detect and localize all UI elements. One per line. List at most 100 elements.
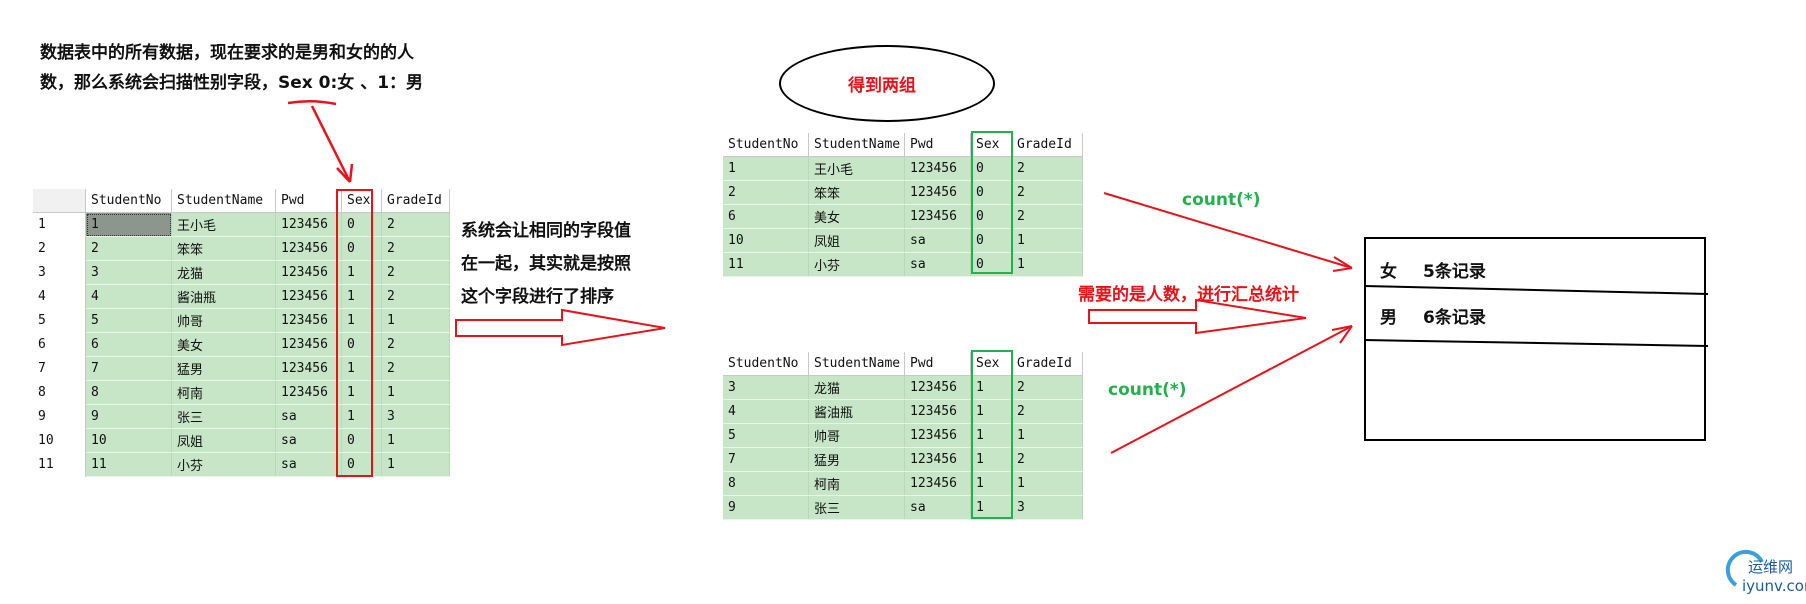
pwd-cell: 123456: [904, 423, 971, 448]
gradeid-cell: 2: [381, 260, 450, 285]
row-number-cell: 3: [33, 260, 86, 285]
result-male-label: 男: [1380, 308, 1397, 328]
studentno-cell: 5: [85, 308, 172, 333]
studentno-cell: 6: [85, 332, 172, 357]
sex-cell: 0: [970, 204, 1012, 229]
pwd-cell: sa: [904, 228, 971, 253]
pwd-cell: sa: [904, 495, 971, 520]
result-female-count: 5条记录: [1423, 262, 1486, 282]
sort-note-line2: 在一起，其实就是按照: [461, 254, 631, 274]
studentno-cell: 2: [723, 180, 809, 205]
pwd-cell: 123456: [904, 156, 971, 181]
studentno-cell: 6: [723, 204, 809, 229]
studentno-cell: 7: [723, 447, 809, 472]
col-header-studentname: StudentName: [171, 189, 276, 213]
arrow-female-to-result: [1103, 192, 1353, 269]
studentno-cell: 4: [85, 284, 172, 309]
studentname-cell: 柯南: [171, 380, 276, 405]
sex-cell: 1: [341, 308, 382, 333]
group-label: 得到两组: [848, 76, 916, 96]
arrow-male-to-result: [1110, 325, 1353, 454]
pwd-cell: 123456: [275, 260, 342, 285]
pwd-cell: 123456: [275, 236, 342, 261]
pwd-cell: sa: [904, 252, 971, 277]
gradeid-cell: 1: [381, 308, 450, 333]
studentname-cell: 酱油瓶: [171, 284, 276, 309]
intro-note-line2: 数，那么系统会扫描性别字段，Sex 0:女 、1：男: [40, 73, 424, 93]
pwd-cell: 123456: [275, 380, 342, 405]
arrow-to-sex-column: [310, 105, 352, 183]
sex-cell: 0: [970, 228, 1012, 253]
studentno-cell: 4: [723, 399, 809, 424]
sex-cell: 1: [341, 284, 382, 309]
group-label-ellipse: [779, 45, 995, 122]
sort-note-line1: 系统会让相同的字段值: [461, 221, 631, 241]
row-number-cell: 8: [33, 380, 86, 405]
row-number-cell: 1: [33, 212, 86, 237]
table-header-row: StudentNo StudentName Pwd Sex GradeId: [723, 133, 1083, 157]
studentname-cell: 酱油瓶: [808, 399, 905, 424]
col-header-pwd: Pwd: [904, 133, 971, 157]
pwd-cell: 123456: [275, 332, 342, 357]
arrow-female-to-result-head: [1332, 256, 1353, 272]
gradeid-cell: 1: [1011, 252, 1083, 277]
row-number-header: [33, 189, 86, 213]
sex-cell: 0: [341, 332, 382, 357]
row-number-cell: 10: [33, 428, 86, 453]
sex-cell: 0: [341, 236, 382, 261]
studentno-cell: 10: [723, 228, 809, 253]
pwd-cell: 123456: [275, 212, 342, 237]
col-header-studentno: StudentNo: [723, 352, 809, 376]
gradeid-cell: 2: [381, 356, 450, 381]
col-header-studentno: StudentNo: [723, 133, 809, 157]
gradeid-cell: 2: [381, 212, 450, 237]
gradeid-cell: 3: [381, 404, 450, 429]
pwd-cell: 123456: [904, 447, 971, 472]
studentname-cell: 美女: [808, 204, 905, 229]
col-header-pwd: Pwd: [904, 352, 971, 376]
col-header-studentno: StudentNo: [85, 189, 172, 213]
col-header-gradeid: GradeId: [1011, 133, 1083, 157]
pwd-cell: sa: [275, 452, 342, 477]
sex-cell: 1: [341, 380, 382, 405]
gradeid-cell: 2: [381, 284, 450, 309]
studentname-cell: 猛男: [808, 447, 905, 472]
studentname-cell: 美女: [171, 332, 276, 357]
watermark-cn: 运维网: [1748, 558, 1794, 576]
studentno-cell: 8: [85, 380, 172, 405]
studentname-cell: 猛男: [171, 356, 276, 381]
studentno-cell: 9: [85, 404, 172, 429]
studentname-cell: 柯南: [808, 471, 905, 496]
studentname-cell: 笨笨: [808, 180, 905, 205]
pwd-cell: sa: [275, 404, 342, 429]
pwd-cell: 123456: [904, 375, 971, 400]
sex-cell: 1: [970, 495, 1012, 520]
sex-cell: 1: [341, 260, 382, 285]
gradeid-cell: 2: [1011, 156, 1083, 181]
gradeid-cell: 1: [1011, 471, 1083, 496]
studentno-cell: 3: [85, 260, 172, 285]
sex-cell: 0: [341, 452, 382, 477]
count-label-top: count(*): [1182, 190, 1261, 210]
col-header-pwd: Pwd: [275, 189, 342, 213]
sex-cell: 1: [970, 375, 1012, 400]
studentno-cell: 5: [723, 423, 809, 448]
